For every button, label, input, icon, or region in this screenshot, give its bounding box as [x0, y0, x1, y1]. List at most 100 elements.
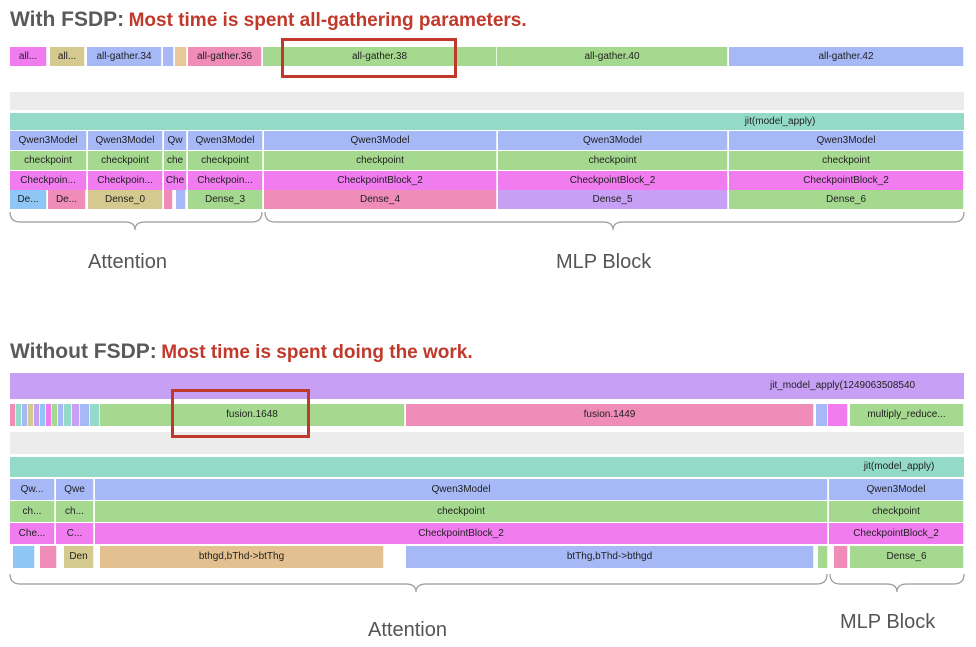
trace-block-fusion-1648[interactable]: fusion.1648 — [100, 404, 405, 426]
trace-block-model[interactable]: Qwen3Model — [729, 131, 964, 150]
jit-top-track — [10, 373, 964, 399]
trace-block-model[interactable]: Qwen3Model — [95, 479, 828, 500]
trace-block[interactable] — [16, 404, 22, 426]
trace-block[interactable] — [58, 404, 64, 426]
attention-brace — [9, 211, 263, 231]
trace-block-checkpoint-block[interactable]: Checkpoin... — [88, 171, 163, 190]
trace-block[interactable] — [163, 47, 174, 66]
trace-block[interactable] — [10, 404, 16, 426]
trace-block[interactable] — [176, 190, 186, 209]
trace-block[interactable] — [46, 404, 52, 426]
trace-block-checkpoint[interactable]: ch... — [56, 501, 94, 522]
jit-track — [10, 457, 964, 477]
trace-block-checkpoint[interactable]: checkpoint — [729, 151, 964, 170]
trace-block[interactable] — [818, 546, 828, 568]
trace-block-einsum[interactable]: btThg,bThd->bthgd — [406, 546, 814, 568]
trace-block-checkpoint[interactable]: ch... — [10, 501, 55, 522]
trace-block[interactable] — [90, 404, 100, 426]
trace-block-checkpoint[interactable]: checkpoint — [188, 151, 263, 170]
trace-block[interactable] — [80, 404, 90, 426]
trace-block-checkpoint[interactable]: checkpoint — [88, 151, 163, 170]
trace-block[interactable] — [64, 404, 72, 426]
trace-block-checkpoint-block[interactable]: C... — [56, 523, 94, 544]
trace-block[interactable] — [13, 546, 35, 568]
trace-block-dense[interactable]: Dense_4 — [264, 190, 497, 209]
trace-block-checkpoint[interactable]: checkpoint — [10, 151, 87, 170]
trace-block-checkpoint[interactable]: checkpoint — [498, 151, 728, 170]
trace-block-all-gather[interactable]: all-gather.40 — [497, 47, 728, 66]
trace-block-checkpoint-block[interactable]: Checkpoin... — [188, 171, 263, 190]
highlight-box-all-gather — [281, 38, 457, 78]
trace-block-dense[interactable]: Dense_6 — [850, 546, 964, 568]
highlight-box-fusion — [171, 389, 310, 438]
trace-block-model[interactable]: Qwen3Model — [88, 131, 163, 150]
trace-block-checkpoint-block[interactable]: CheckpointBlock_2 — [498, 171, 728, 190]
trace-block-all-gather[interactable]: all... — [10, 47, 47, 66]
trace-block-model[interactable]: Qwen3Model — [829, 479, 964, 500]
trace-block-all-gather[interactable]: all-gather.34 — [87, 47, 162, 66]
trace-block[interactable] — [40, 404, 46, 426]
trace-block[interactable] — [28, 404, 34, 426]
trace-block-dense[interactable]: Dense_3 — [188, 190, 263, 209]
trace-block-checkpoint-block[interactable]: Che... — [10, 523, 55, 544]
mlp-brace — [264, 211, 965, 231]
trace-block[interactable] — [72, 404, 80, 426]
trace-block-checkpoint-block[interactable]: CheckpointBlock_2 — [264, 171, 497, 190]
trace-block[interactable] — [22, 404, 28, 426]
trace-block-jit[interactable]: jit(model_apply) — [744, 116, 816, 127]
trace-block-jit[interactable]: jit(model_apply) — [863, 461, 935, 472]
trace-block-checkpoint-block[interactable]: CheckpointBlock_2 — [829, 523, 964, 544]
trace-block-checkpoint-block[interactable]: Checkpoin... — [10, 171, 87, 190]
trace-block-checkpoint[interactable]: checkpoint — [264, 151, 497, 170]
trace-block-checkpoint[interactable]: checkpoint — [95, 501, 828, 522]
trace-block-multiply-reduce[interactable]: multiply_reduce... — [850, 404, 964, 426]
trace-block-model[interactable]: Qwe — [56, 479, 94, 500]
trace-block-model[interactable]: Qwen3Model — [498, 131, 728, 150]
trace-block-all-gather[interactable]: all-gather.42 — [729, 47, 964, 66]
trace-block-checkpoint[interactable]: che — [164, 151, 187, 170]
attention-brace — [9, 573, 828, 593]
top-title: With FSDP: Most time is spent all-gather… — [10, 8, 527, 32]
trace-block-model[interactable]: Qwen3Model — [188, 131, 263, 150]
top-title-prefix: With FSDP: — [10, 8, 125, 31]
trace-block[interactable] — [175, 47, 187, 66]
trace-block-fusion-1449[interactable]: fusion.1449 — [406, 404, 814, 426]
trace-block-model[interactable]: Qw — [164, 131, 187, 150]
trace-block-all-gather[interactable]: all... — [50, 47, 85, 66]
trace-block[interactable] — [834, 546, 848, 568]
trace-block-checkpoint[interactable]: checkpoint — [829, 501, 964, 522]
bottom-mlp-label: MLP Block — [840, 611, 936, 633]
trace-block-model[interactable]: Qwen3Model — [264, 131, 497, 150]
trace-block-checkpoint-block[interactable]: CheckpointBlock_2 — [95, 523, 828, 544]
bottom-attention-label: Attention — [368, 619, 447, 641]
top-braces — [9, 211, 965, 231]
trace-block-model[interactable]: Qwen3Model — [10, 131, 87, 150]
trace-block-dense[interactable]: Den — [64, 546, 94, 568]
trace-block-dense[interactable]: Dense_5 — [498, 190, 728, 209]
trace-block-checkpoint-block[interactable]: CheckpointBlock_2 — [729, 171, 964, 190]
trace-block-all-gather-38[interactable]: all-gather.38 — [263, 47, 497, 66]
trace-block-einsum[interactable]: bthgd,bThd->btThg — [100, 546, 384, 568]
bottom-braces — [9, 573, 965, 593]
empty-track — [10, 92, 964, 110]
trace-block-all-gather[interactable]: all-gather.36 — [188, 47, 262, 66]
trace-block[interactable] — [52, 404, 58, 426]
trace-block[interactable] — [816, 404, 828, 426]
trace-block-dense[interactable]: Dense_6 — [729, 190, 964, 209]
bottom-title-suffix: Most time is spent doing the work. — [161, 342, 473, 363]
bottom-title-prefix: Without FSDP: — [10, 340, 157, 363]
trace-block-dense[interactable]: De... — [48, 190, 86, 209]
trace-block-checkpoint-block[interactable]: Che — [164, 171, 187, 190]
trace-block-dense[interactable]: Dense_0 — [88, 190, 163, 209]
trace-block[interactable] — [164, 190, 173, 209]
trace-block-model[interactable]: Qw... — [10, 479, 55, 500]
trace-block[interactable] — [40, 546, 57, 568]
trace-block-dense[interactable]: De... — [10, 190, 47, 209]
bottom-title: Without FSDP: Most time is spent doing t… — [10, 340, 473, 364]
jit-track — [10, 113, 964, 130]
trace-block[interactable] — [828, 404, 848, 426]
trace-block-jit-top[interactable]: jit_model_apply(1249063508540 — [770, 380, 916, 391]
top-title-suffix: Most time is spent all-gathering paramet… — [128, 10, 527, 31]
trace-block[interactable] — [34, 404, 40, 426]
empty-track — [10, 432, 964, 454]
